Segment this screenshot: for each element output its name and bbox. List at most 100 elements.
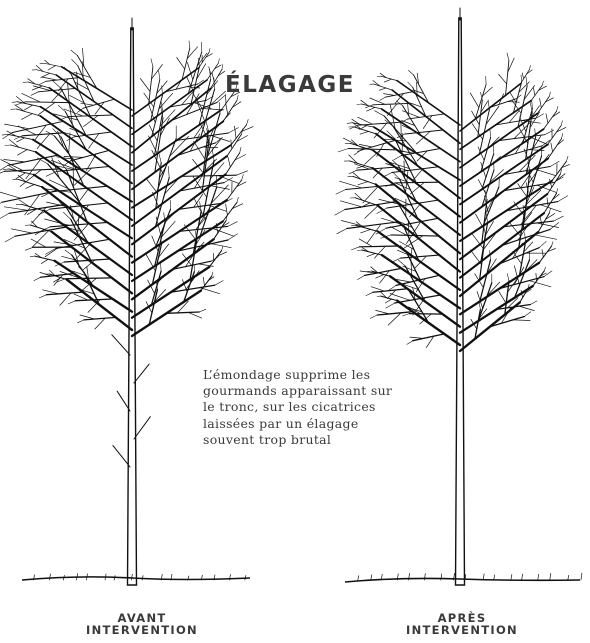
twig (212, 148, 214, 160)
twig (558, 196, 568, 202)
description-line: gourmands apparaissant sur (203, 383, 413, 399)
twig (41, 73, 50, 77)
twig (78, 267, 84, 273)
label-after-line2: INTERVENTION (382, 624, 542, 636)
twig (191, 90, 203, 110)
grass-tuft (245, 575, 246, 580)
twig (499, 248, 539, 264)
sucker-shoot (134, 364, 149, 383)
twig (18, 179, 42, 187)
twig (507, 274, 509, 281)
twig (35, 256, 55, 261)
twig (412, 169, 423, 182)
twig (550, 208, 551, 213)
twig (556, 174, 565, 181)
twig (532, 101, 533, 109)
twig (384, 79, 391, 82)
twig (521, 75, 522, 82)
twig (335, 210, 345, 216)
twig (557, 188, 558, 193)
twig (407, 341, 413, 345)
twig (376, 275, 384, 279)
twig (242, 175, 244, 180)
page-title: ÉLAGAGE (210, 72, 370, 98)
twig (50, 222, 107, 226)
twig (193, 159, 205, 174)
grass-tuft (581, 573, 582, 580)
grass-tuft (358, 576, 359, 580)
twig (552, 242, 553, 246)
twig (187, 63, 192, 80)
twig (25, 102, 70, 103)
twig (527, 70, 533, 74)
twig (479, 303, 480, 310)
twig (348, 149, 397, 150)
twig (236, 171, 247, 175)
twig (544, 267, 545, 271)
twig (357, 104, 362, 105)
twig (529, 150, 545, 151)
twig (384, 94, 395, 96)
twig (376, 310, 389, 314)
twig (80, 315, 95, 319)
twig (360, 131, 369, 134)
twig (215, 281, 224, 286)
twig (39, 102, 56, 114)
twig (358, 117, 373, 124)
twig (34, 277, 41, 280)
twig (232, 102, 241, 108)
twig (340, 201, 362, 207)
twig (353, 176, 376, 184)
twig (522, 73, 523, 79)
twig (18, 150, 28, 156)
twig (470, 93, 479, 108)
twig (84, 317, 116, 320)
twig (405, 130, 443, 134)
twig (82, 260, 95, 271)
twig (177, 58, 185, 70)
twig (408, 82, 413, 87)
tree-after-intervention (335, 8, 570, 585)
ground-lines (22, 573, 582, 582)
twig (5, 124, 30, 129)
twig (71, 50, 78, 55)
twig (537, 96, 549, 113)
twig (540, 205, 561, 212)
sucker-shoot (112, 335, 130, 355)
twig (524, 312, 530, 317)
twig (2, 134, 8, 135)
twig (199, 309, 206, 312)
grass-tuft (86, 574, 87, 580)
twig (22, 114, 33, 120)
twig (181, 175, 236, 176)
twig (367, 253, 375, 256)
twig (3, 169, 9, 170)
twig (513, 320, 530, 321)
twig (363, 186, 378, 203)
twig (562, 134, 563, 139)
twig (26, 185, 35, 189)
twig (367, 107, 375, 111)
sucker-shoot (113, 446, 130, 467)
twig (184, 225, 196, 240)
twig (566, 156, 568, 161)
twig (402, 111, 419, 118)
twig (193, 211, 201, 254)
twig (41, 259, 48, 263)
twig (490, 130, 491, 138)
twig (159, 153, 161, 163)
twig (506, 61, 509, 96)
twig (388, 313, 401, 325)
twig (203, 277, 204, 286)
twig (529, 137, 549, 145)
twig (155, 178, 169, 227)
twig (552, 112, 560, 117)
twig (4, 160, 25, 162)
twig (228, 128, 238, 133)
twig (347, 123, 352, 124)
twig (12, 102, 17, 103)
twig (95, 318, 105, 329)
twig (557, 106, 558, 111)
twig (68, 301, 76, 304)
twig (530, 301, 537, 305)
